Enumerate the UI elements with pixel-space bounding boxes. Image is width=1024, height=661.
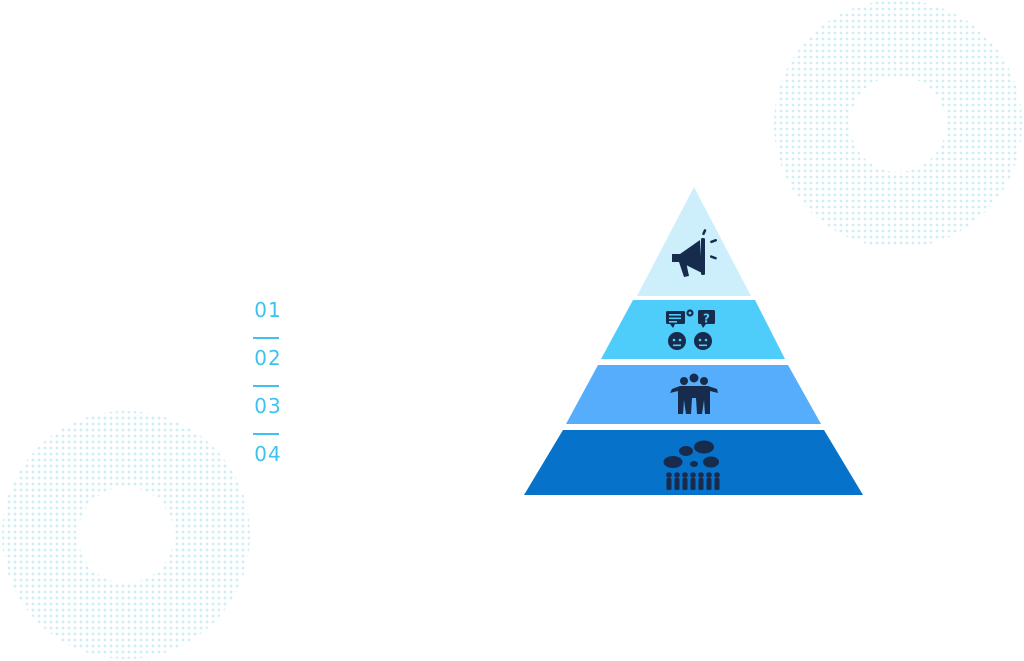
megaphone-icon [672, 229, 717, 277]
step-divider [253, 385, 279, 387]
step-number-02: 02 [254, 346, 282, 370]
step-divider [253, 337, 279, 339]
step-divider [253, 433, 279, 435]
dotted-ring-top-right [772, 0, 1024, 250]
community-icon [663, 440, 720, 490]
pyramid-tier-2 [601, 300, 785, 359]
step-number-04: 04 [254, 442, 282, 466]
svg-text:?: ? [703, 312, 710, 326]
conversation-icon: ? [666, 309, 715, 350]
team-icon [670, 373, 718, 414]
dotted-ring-bottom-left [0, 409, 252, 661]
step-number-01: 01 [254, 298, 282, 322]
step-number-03: 03 [254, 394, 282, 418]
pyramid-tier-1 [637, 187, 751, 296]
